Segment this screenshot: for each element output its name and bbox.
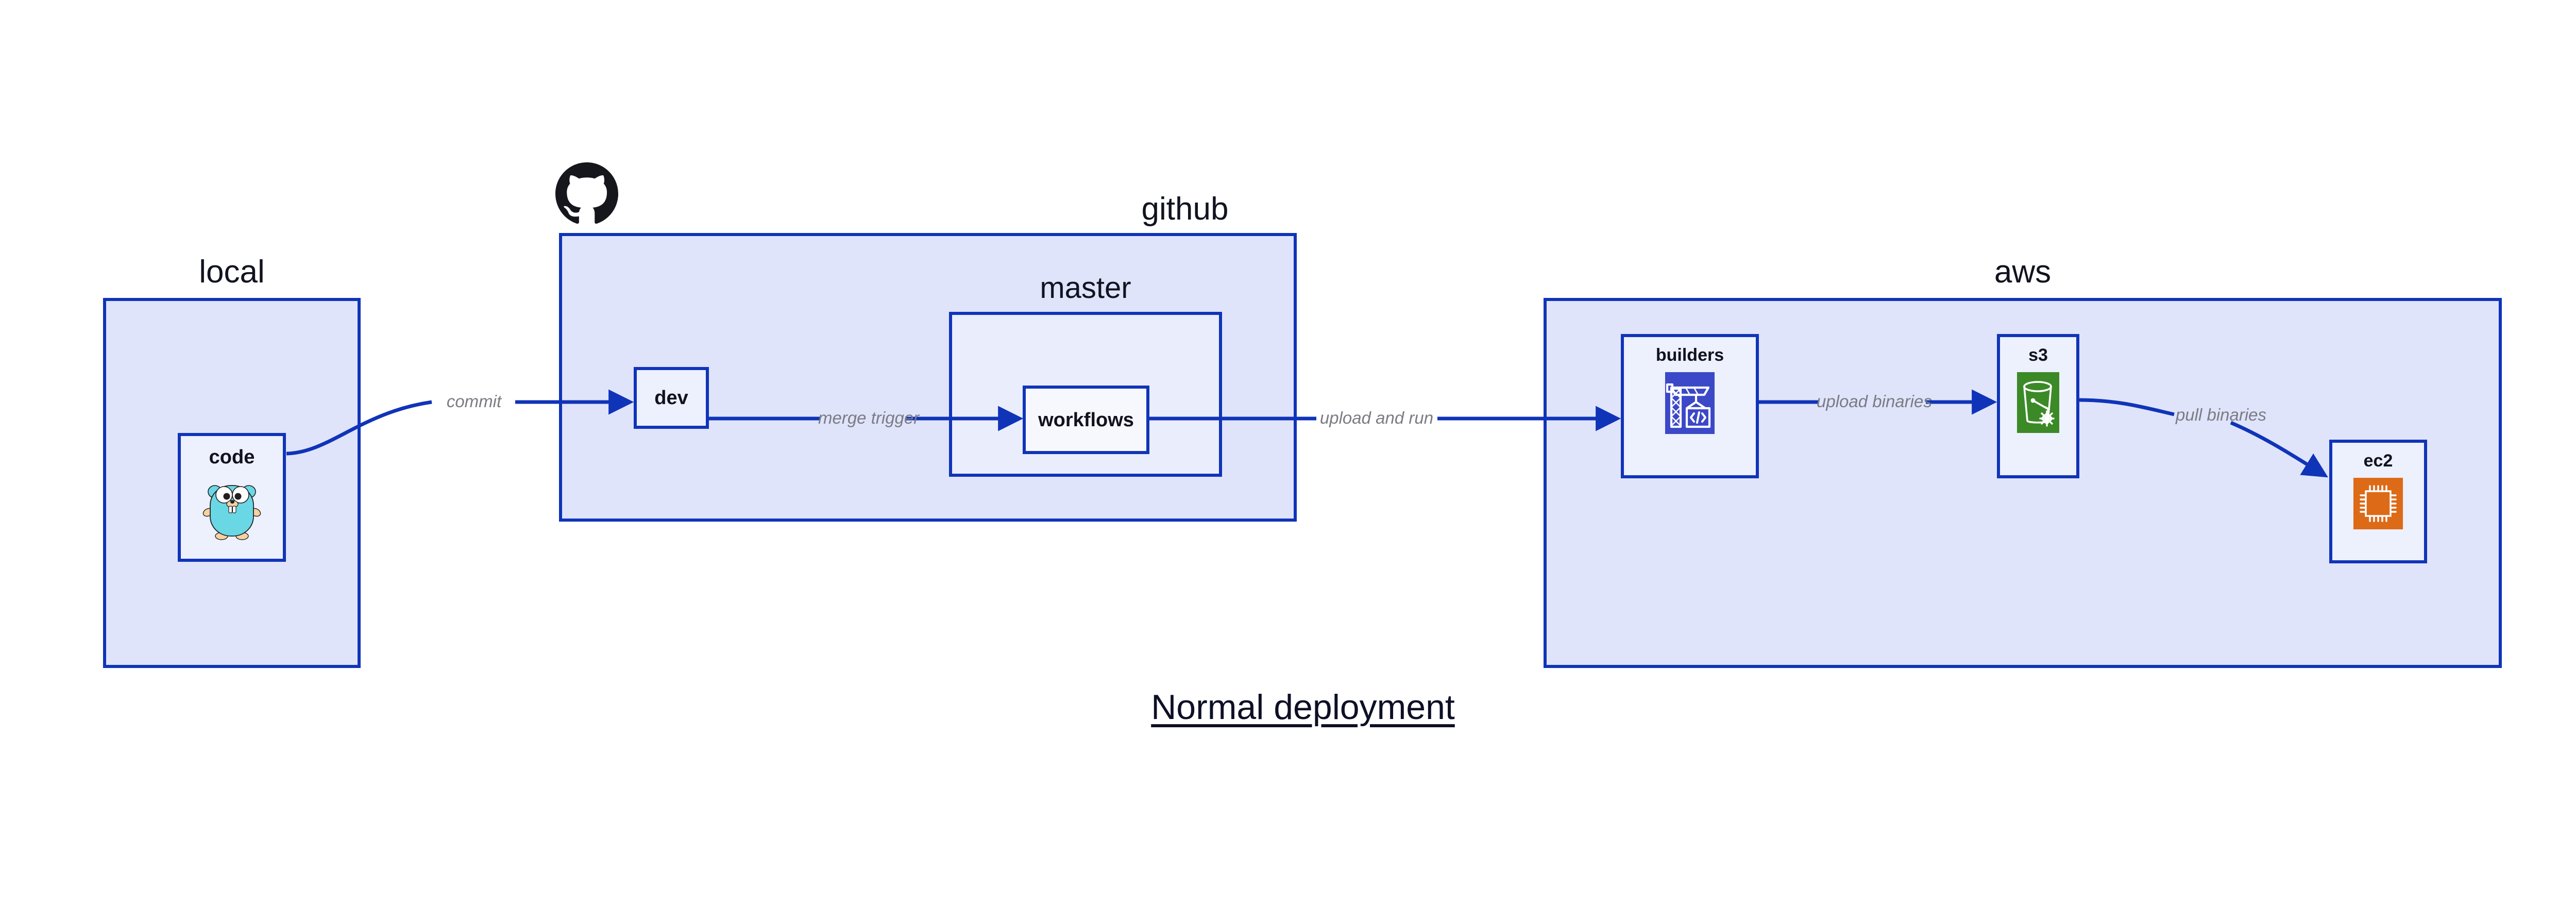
aws-ec2-chip-icon xyxy=(2353,478,2403,532)
node-ec2-label: ec2 xyxy=(2363,451,2393,471)
group-local-label: local xyxy=(199,254,265,290)
node-workflows-label: workflows xyxy=(1038,409,1134,431)
group-master-label: master xyxy=(1040,271,1131,305)
node-workflows[interactable]: workflows xyxy=(1023,386,1149,454)
aws-codebuild-icon xyxy=(1665,372,1715,437)
edge-label-upload-and-run: upload and run xyxy=(1319,408,1434,427)
go-gopher-icon xyxy=(201,474,263,544)
node-code-label: code xyxy=(209,446,255,468)
node-dev[interactable]: dev xyxy=(634,367,709,429)
github-logo-icon xyxy=(555,162,618,225)
aws-s3-glacier-icon xyxy=(2017,372,2059,436)
node-dev-label: dev xyxy=(654,387,688,409)
node-s3[interactable]: s3 xyxy=(1997,334,2079,478)
node-code[interactable]: code xyxy=(178,433,286,562)
node-builders[interactable]: builders xyxy=(1621,334,1759,478)
edge-label-commit: commit xyxy=(446,392,502,411)
node-ec2[interactable]: ec2 xyxy=(2329,440,2427,563)
group-aws-label: aws xyxy=(1994,254,2052,290)
diagram-title: Normal deployment xyxy=(1151,688,1455,727)
edge-label-merge-trigger: merge trigger xyxy=(818,408,920,427)
node-builders-label: builders xyxy=(1655,345,1724,365)
group-github-label: github xyxy=(1141,191,1229,227)
edge-label-upload-binaries: upload binaries xyxy=(1817,392,1932,411)
node-s3-label: s3 xyxy=(2028,345,2048,365)
edge-label-pull-binaries: pull binaries xyxy=(2175,405,2267,424)
